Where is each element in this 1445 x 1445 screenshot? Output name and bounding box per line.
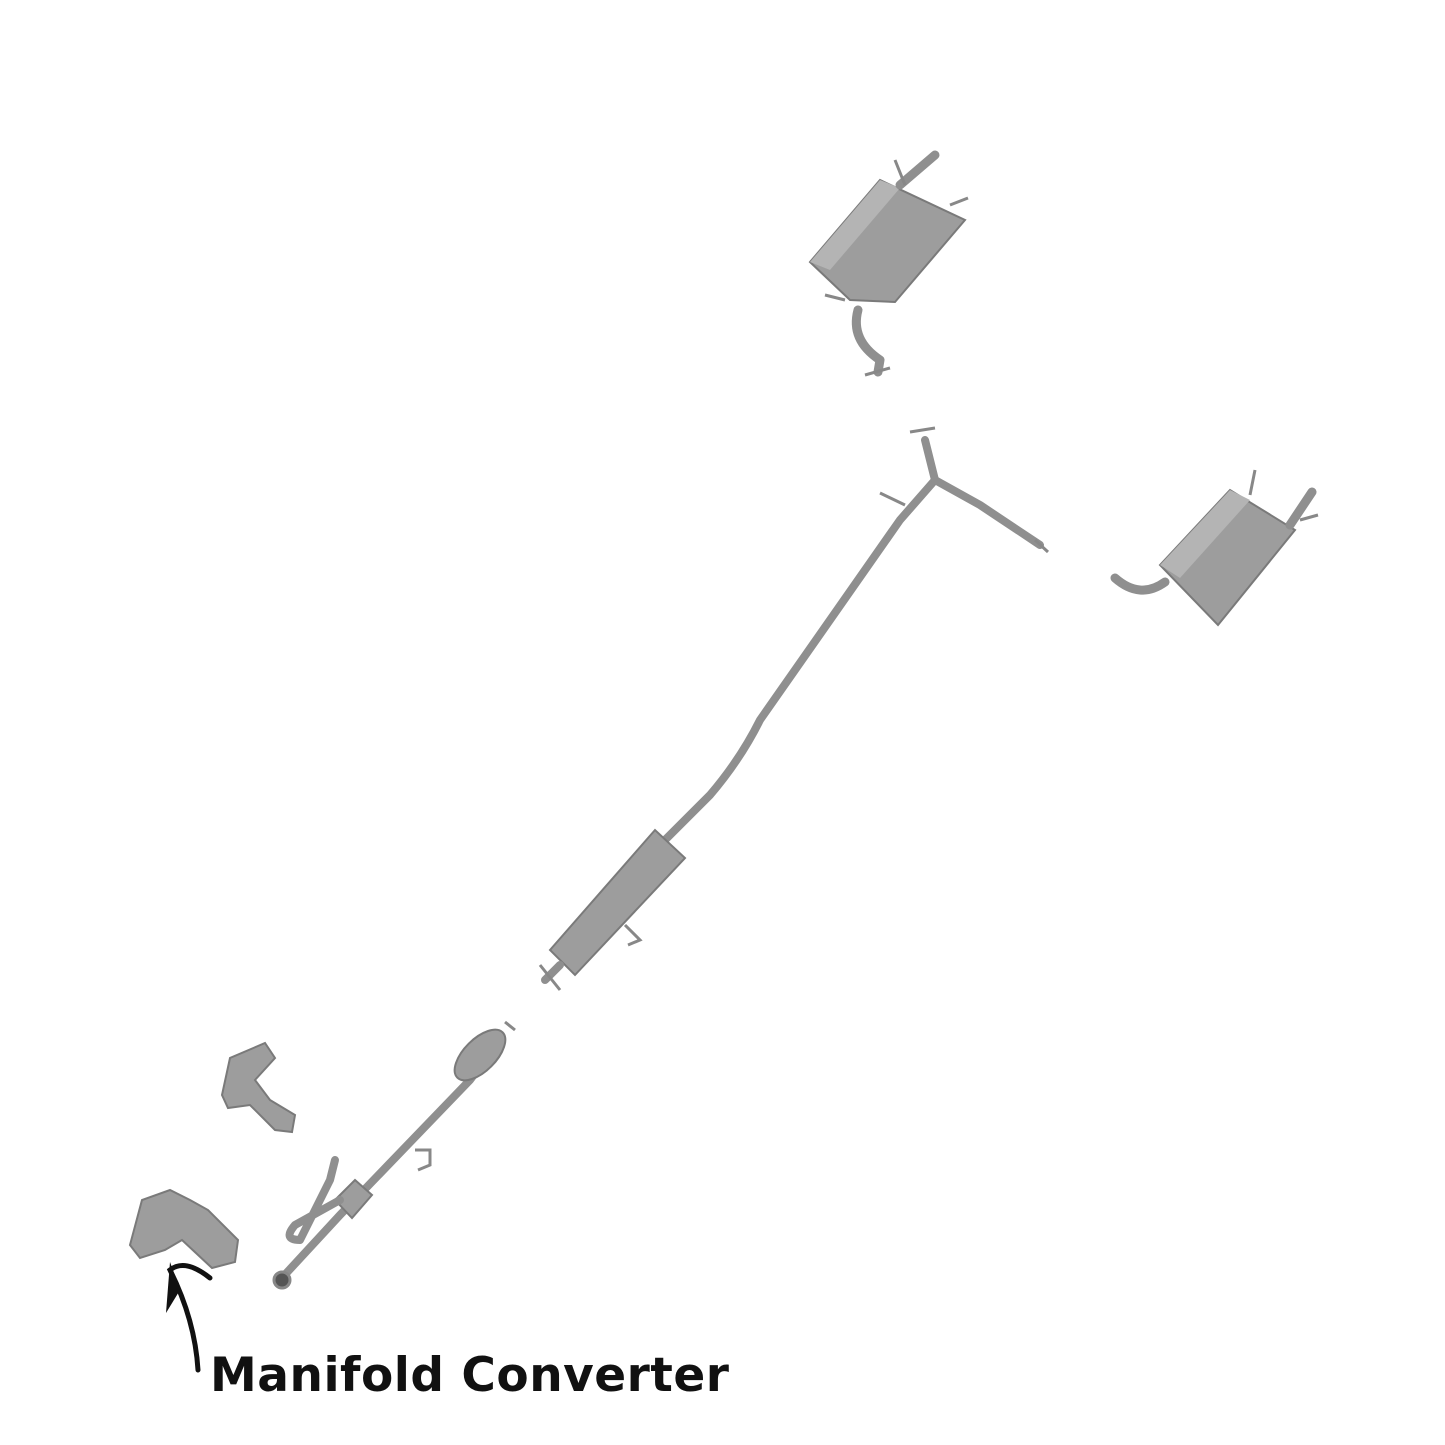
manifold-converter-lower: [128, 1188, 240, 1270]
rear-muffler-left: [808, 150, 969, 377]
manifold-converter-label: Manifold Converter: [210, 1348, 730, 1403]
rear-muffler-right: [1110, 469, 1319, 627]
front-pipe-with-converter: [272, 1020, 516, 1290]
y-pipe-resonator-assembly: [538, 426, 1050, 991]
manifold-converter-upper: [220, 1041, 297, 1134]
arrow-icon: [166, 1262, 213, 1373]
